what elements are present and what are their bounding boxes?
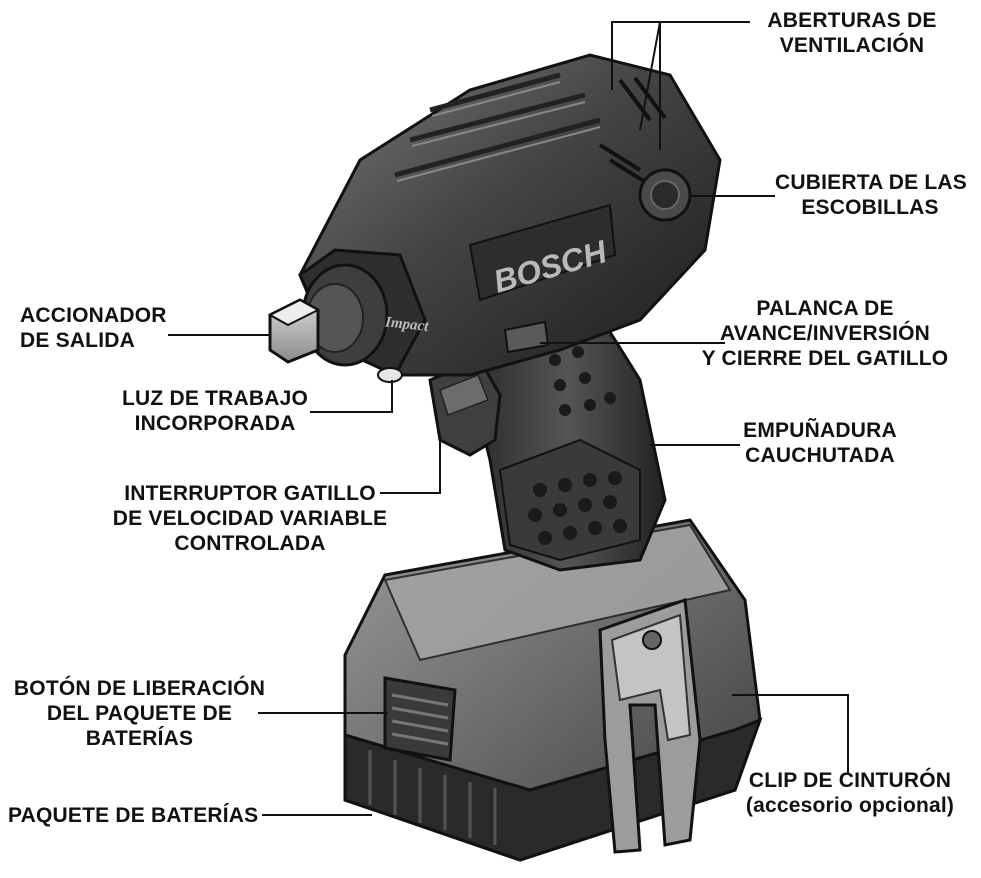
label-grip-line1: EMPUÑADURA xyxy=(743,419,897,442)
head-shape: BOSCH Impact xyxy=(298,53,722,383)
label-battery-release-line2: DEL PAQUETE DE xyxy=(46,702,233,725)
label-trigger-line2: DE VELOCIDAD VARIABLE xyxy=(112,507,388,530)
label-vents-line1: ABERTURAS DE xyxy=(767,9,937,32)
label-grip: EMPUÑADURA CAUCHUTADA xyxy=(735,418,905,468)
label-brush-cover-line1: CUBIERTA DE LAS xyxy=(775,171,967,194)
label-grip-line2: CAUCHUTADA xyxy=(745,444,895,467)
output-anvil-shape xyxy=(267,298,321,364)
label-trigger-line1: INTERRUPTOR GATILLO xyxy=(124,482,376,505)
battery-pack-shape xyxy=(343,518,763,862)
label-forward-reverse-line2: AVANCE/INVERSIÓN xyxy=(719,322,931,345)
label-belt-clip-line1: CLIP DE CINTURÓN xyxy=(748,769,952,792)
label-work-light: LUZ DE TRABAJO INCORPORADA xyxy=(115,386,315,436)
label-output-driver-line1: ACCIONADOR xyxy=(20,304,167,327)
label-trigger: INTERRUPTOR GATILLO DE VELOCIDAD VARIABL… xyxy=(100,481,400,556)
label-output-driver-line2: DE SALIDA xyxy=(20,329,135,352)
label-battery-release-line1: BOTÓN DE LIBERACIÓN xyxy=(13,677,266,700)
label-battery-release-line3: BATERÍAS xyxy=(85,727,194,750)
label-work-light-line2: INCORPORADA xyxy=(134,412,296,435)
label-belt-clip: CLIP DE CINTURÓN (accesorio opcional) xyxy=(735,768,965,818)
label-battery-pack: PAQUETE DE BATERÍAS xyxy=(8,803,268,828)
label-output-driver: ACCIONADOR DE SALIDA xyxy=(20,303,170,353)
label-trigger-line3: CONTROLADA xyxy=(174,532,326,555)
label-battery-release: BOTÓN DE LIBERACIÓN DEL PAQUETE DE BATER… xyxy=(12,676,267,751)
label-vents-line2: VENTILACIÓN xyxy=(779,34,925,57)
label-vents: ABERTURAS DE VENTILACIÓN xyxy=(752,8,952,58)
label-work-light-line1: LUZ DE TRABAJO xyxy=(122,387,308,410)
belt-clip-shape xyxy=(598,597,702,854)
label-battery-pack-line1: PAQUETE DE BATERÍAS xyxy=(8,804,259,827)
trigger-shape xyxy=(428,358,502,457)
label-belt-clip-line2: (accesorio opcional) xyxy=(745,794,955,817)
label-brush-cover-line2: ESCOBILLAS xyxy=(801,196,939,219)
label-forward-reverse-line3: Y CIERRE DEL GATILLO xyxy=(701,347,949,370)
impact-text: Impact xyxy=(383,314,430,335)
label-brush-cover: CUBIERTA DE LAS ESCOBILLAS xyxy=(775,170,967,220)
leader-lines xyxy=(168,21,849,816)
label-forward-reverse: PALANCA DE AVANCE/INVERSIÓN Y CIERRE DEL… xyxy=(680,296,970,371)
label-forward-reverse-line1: PALANCA DE xyxy=(756,297,894,320)
